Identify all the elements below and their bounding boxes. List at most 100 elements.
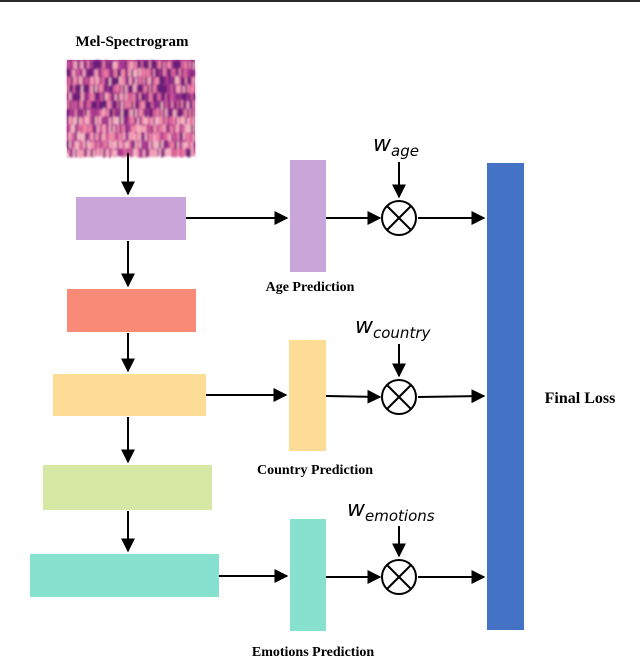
weight-age-label: wage: [373, 132, 419, 160]
spectrogram-cell: [163, 109, 165, 118]
spectrogram-cell: [93, 93, 95, 102]
spectrogram-cell: [139, 84, 141, 93]
spectrogram-cell: [133, 108, 135, 117]
age-head-bar: [290, 160, 326, 272]
spectrogram-cell: [179, 141, 181, 150]
spectrogram-cell: [161, 109, 163, 118]
spectrogram-cell: [173, 140, 175, 149]
spectrogram-cell: [183, 92, 185, 101]
spectrogram-cell: [167, 140, 169, 149]
spectrogram-cell: [103, 108, 105, 117]
spectrogram-cell: [147, 92, 149, 101]
spectrogram-cell: [125, 84, 127, 93]
spectrogram-cell: [185, 148, 187, 157]
spectrogram-cell: [79, 84, 81, 93]
spectrogram-cell: [193, 148, 195, 157]
spectrogram-cell: [139, 61, 141, 70]
spectrogram-cell: [173, 101, 175, 110]
spectrogram-cell: [131, 140, 133, 149]
spectrogram-cell: [157, 92, 159, 101]
spectrogram-cell: [117, 69, 119, 78]
spectrogram-cell: [83, 77, 85, 86]
spectrogram-cell: [155, 61, 157, 70]
spectrogram-cell: [183, 77, 185, 86]
spectrogram-cell: [177, 76, 179, 85]
spectrogram-cell: [93, 125, 95, 134]
spectrogram-cell: [177, 85, 179, 94]
spectrogram-cell: [165, 68, 167, 77]
spectrogram-cell: [89, 77, 91, 86]
spectrogram-cell: [95, 69, 97, 78]
spectrogram-cell: [77, 60, 79, 69]
spectrogram-cell: [163, 124, 165, 133]
spectrogram-cell: [135, 85, 137, 94]
spectrogram-cell: [75, 85, 77, 94]
weight-symbol: w: [347, 497, 366, 522]
spectrogram-cell: [189, 149, 191, 158]
country-prediction-label: Country Prediction: [257, 463, 373, 478]
spectrogram-cell: [67, 149, 69, 158]
spectrogram-cell: [169, 141, 171, 150]
spectrogram-cell: [157, 108, 159, 117]
spectrogram-cell: [171, 60, 173, 69]
spectrogram-cell: [77, 84, 79, 93]
spectrogram-cell: [143, 68, 145, 77]
spectrogram-cell: [169, 116, 171, 125]
spectrogram-cell: [193, 108, 195, 117]
spectrogram-cell: [83, 68, 85, 77]
spectrogram-cell: [109, 109, 111, 118]
spectrogram-cell: [73, 148, 75, 157]
spectrogram-cell: [95, 133, 97, 142]
spectrogram-cell: [71, 140, 73, 149]
spectrogram-cell: [105, 100, 107, 109]
spectrogram-cell: [123, 69, 125, 78]
spectrogram-cell: [137, 60, 139, 69]
spectrogram-cell: [179, 100, 181, 109]
spectrogram-cell: [119, 133, 121, 142]
spectrogram-cell: [81, 149, 83, 158]
spectrogram-cell: [183, 100, 185, 109]
spectrogram-cell: [103, 101, 105, 110]
spectrogram-cell: [185, 84, 187, 93]
spectrogram-cell: [175, 124, 177, 133]
spectrogram-cell: [85, 61, 87, 70]
spectrogram-cell: [189, 93, 191, 102]
spectrogram-cell: [121, 101, 123, 110]
spectrogram-cell: [67, 116, 69, 125]
spectrogram-cell: [103, 132, 105, 141]
spectrogram-cell: [191, 132, 193, 141]
spectrogram-cell: [135, 140, 137, 149]
spectrogram-cell: [189, 85, 191, 94]
spectrogram-cell: [121, 84, 123, 93]
spectrogram-cell: [173, 92, 175, 101]
spectrogram-cell: [191, 116, 193, 125]
spectrogram-cell: [77, 76, 79, 85]
spectrogram-cell: [165, 60, 167, 69]
spectrogram-cell: [113, 68, 115, 77]
spectrogram-cell: [183, 85, 185, 94]
spectrogram-cell: [73, 93, 75, 102]
spectrogram-cell: [103, 92, 105, 101]
spectrogram-cell: [143, 125, 145, 134]
spectrogram-cell: [167, 132, 169, 141]
spectrogram-cell: [161, 101, 163, 110]
spectrogram-cell: [191, 85, 193, 94]
spectrogram-cell: [147, 108, 149, 117]
spectrogram-cell: [167, 124, 169, 133]
spectrogram-cell: [77, 68, 79, 77]
spectrogram-cell: [143, 85, 145, 94]
spectrogram-cell: [71, 149, 73, 158]
spectrogram-cell: [95, 125, 97, 134]
spectrogram-cell: [123, 101, 125, 110]
spectrogram-cell: [129, 93, 131, 102]
spectrogram-cell: [171, 76, 173, 85]
spectrogram-cell: [151, 149, 153, 158]
spectrogram-cell: [137, 109, 139, 118]
spectrogram-cell: [191, 60, 193, 69]
spectrogram-cell: [171, 92, 173, 101]
spectrogram-cell: [181, 93, 183, 102]
spectrogram-cell: [183, 149, 185, 158]
spectrogram-cell: [147, 140, 149, 149]
spectrogram-cell: [83, 85, 85, 94]
spectrogram-cell: [111, 124, 113, 133]
